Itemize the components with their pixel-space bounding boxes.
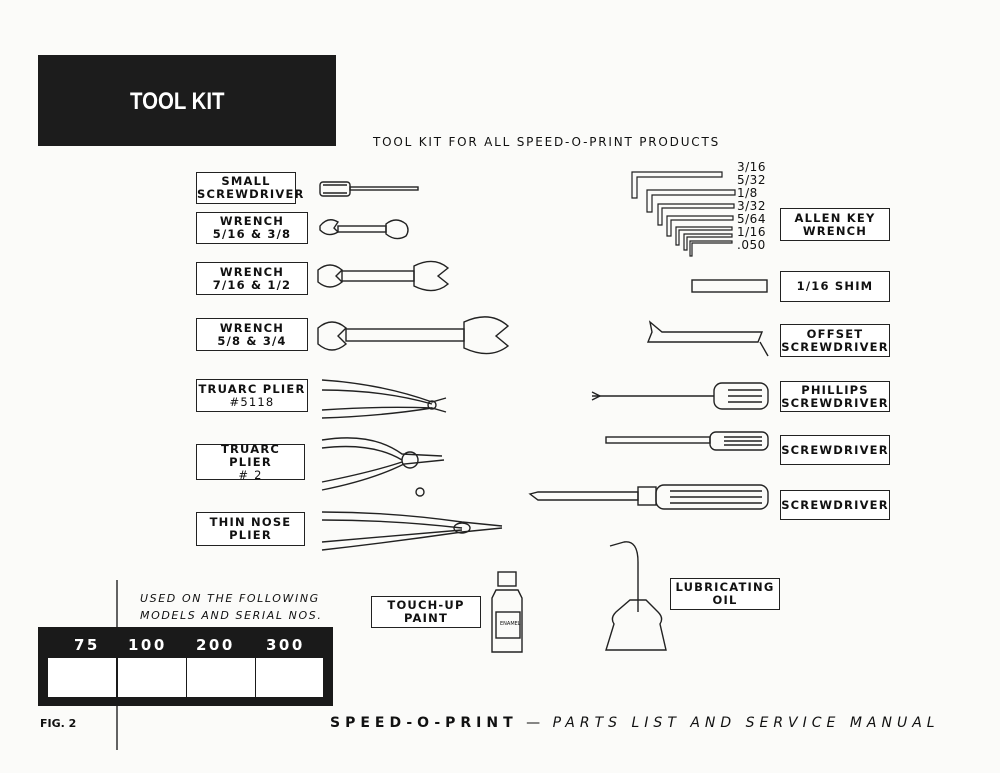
label-truarc-5118: TRUARC PLIER#5118 xyxy=(196,379,308,412)
label-screwdriver-medium: SCREWDRIVER xyxy=(780,435,890,465)
wrench-medium-icon xyxy=(317,260,450,292)
bottle-label: ENAMEL xyxy=(500,621,521,627)
serial-cell xyxy=(187,658,255,697)
allen-size: 1/8 xyxy=(737,186,758,200)
model-number: 200 xyxy=(196,636,235,654)
screwdriver-large-icon xyxy=(528,484,769,510)
truarc-plier-2-icon xyxy=(321,437,445,497)
thin-nose-plier-icon xyxy=(321,511,503,551)
wrench-large-icon xyxy=(317,316,510,355)
label-truarc-2: TRUARC PLIER# 2 xyxy=(196,442,305,481)
shim-icon xyxy=(691,279,768,293)
serial-cell xyxy=(256,658,323,697)
small-screwdriver-icon xyxy=(319,181,419,197)
allen-size: .050 xyxy=(737,238,766,252)
truarc-plier-5118-icon xyxy=(321,379,447,419)
subtitle: TOOL KIT FOR ALL SPEED-O-PRINT PRODUCTS xyxy=(373,135,721,149)
label-shim: 1/16 SHIM xyxy=(780,271,890,302)
model-number: 75 xyxy=(74,636,100,654)
allen-size: 1/16 xyxy=(737,225,766,239)
allen-key-set-icon xyxy=(631,171,736,257)
model-number: 300 xyxy=(266,636,305,654)
phillips-screwdriver-icon xyxy=(591,382,769,410)
allen-size: 3/32 xyxy=(737,199,766,213)
model-number: 100 xyxy=(128,636,167,654)
allen-size: 5/64 xyxy=(737,212,766,226)
figure-number: FIG. 2 xyxy=(40,717,77,730)
label-screwdriver-large: SCREWDRIVER xyxy=(780,490,890,520)
screwdriver-medium-icon xyxy=(605,431,769,451)
serial-cell xyxy=(118,658,186,697)
footer: SPEED-O-PRINT — PARTS LIST AND SERVICE M… xyxy=(330,715,940,731)
paint-bottle-icon xyxy=(491,571,523,653)
allen-size: 5/32 xyxy=(737,173,766,187)
allen-size: 3/16 xyxy=(737,160,766,174)
wrench-small-icon xyxy=(319,219,409,240)
offset-screwdriver-icon xyxy=(646,320,769,357)
page-title: TOOL KIT xyxy=(130,88,225,115)
title-banner: TOOL KIT xyxy=(38,55,336,146)
serial-cell xyxy=(48,658,116,697)
models-table: 75 100 200 300 xyxy=(38,627,333,706)
oil-can-icon xyxy=(605,541,667,651)
